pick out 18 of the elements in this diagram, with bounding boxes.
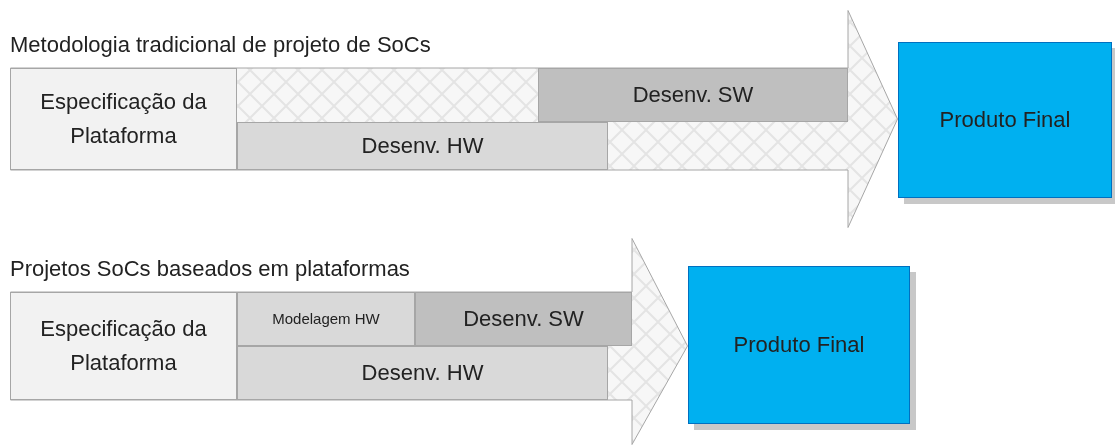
- box-label: Modelagem HW: [271, 310, 381, 328]
- box-label: Desenv. SW: [631, 81, 755, 109]
- box-label: Especificação da Plataforma: [39, 88, 208, 150]
- process-box: [10, 292, 237, 400]
- box-label: Desenv. HW: [360, 132, 485, 160]
- process-box: [237, 122, 608, 170]
- process-box: [237, 346, 608, 400]
- arrow-heading: Metodologia tradicional de projeto de SoCs: [10, 32, 431, 58]
- process-box: [415, 292, 632, 346]
- box-label: Produto Final: [732, 331, 866, 359]
- box-label: Especificação da Plataforma: [39, 315, 208, 377]
- box-label: Desenv. HW: [360, 359, 485, 387]
- process-box: [538, 68, 848, 122]
- arrow-heading: Projetos SoCs baseados em plataformas: [10, 256, 410, 282]
- box-label: Desenv. SW: [462, 305, 585, 333]
- process-box: [237, 292, 415, 346]
- box-label: Produto Final: [938, 106, 1072, 134]
- process-box: [10, 68, 237, 170]
